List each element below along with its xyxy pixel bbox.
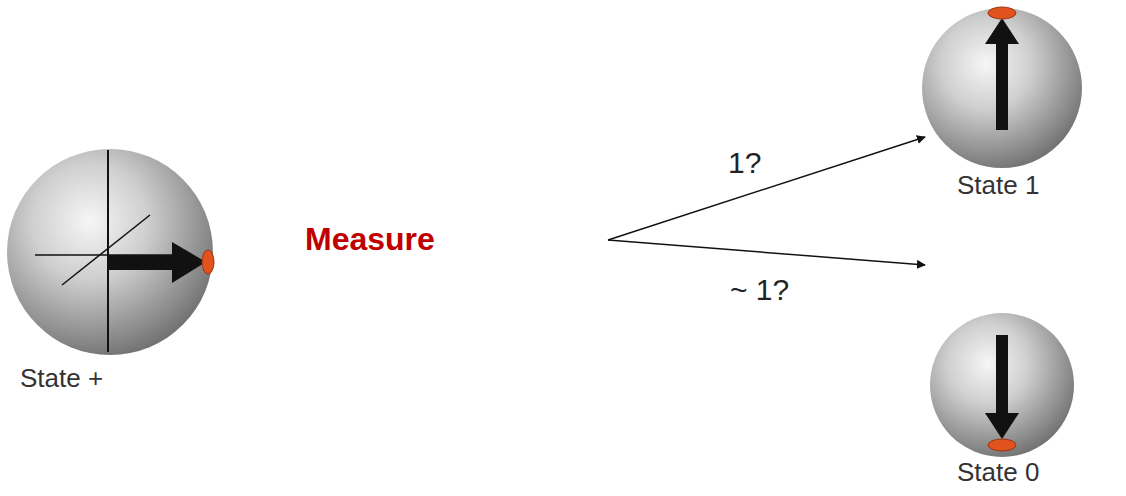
axes <box>35 150 175 352</box>
branch-arrow <box>608 240 925 265</box>
outcome-label: 1? <box>728 146 761 180</box>
spin-arrow <box>108 255 178 270</box>
sphere <box>930 313 1074 457</box>
spin-arrow <box>996 335 1008 417</box>
outcome-label: ~ 1? <box>730 273 789 307</box>
state-sphere: State 0 <box>915 305 1095 495</box>
branch-arrow <box>608 137 925 240</box>
sphere <box>7 149 213 355</box>
state-label: State 0 <box>957 457 1039 487</box>
spin-arrow-head <box>985 413 1019 439</box>
spin-arrow-head <box>985 18 1019 44</box>
sphere <box>922 8 1082 168</box>
marker-dot <box>202 250 214 274</box>
sphere-illustration <box>0 145 232 400</box>
marker-dot <box>988 7 1016 19</box>
state-label: State + <box>20 363 103 393</box>
marker-dot <box>988 439 1016 451</box>
action-label: Measure <box>305 222 435 256</box>
state-sphere: State 1 <box>915 0 1095 215</box>
state-sphere: State + <box>0 145 232 400</box>
state-label: State 1 <box>957 170 1039 200</box>
spin-arrow <box>996 40 1008 130</box>
spin-arrow-head <box>172 242 206 283</box>
